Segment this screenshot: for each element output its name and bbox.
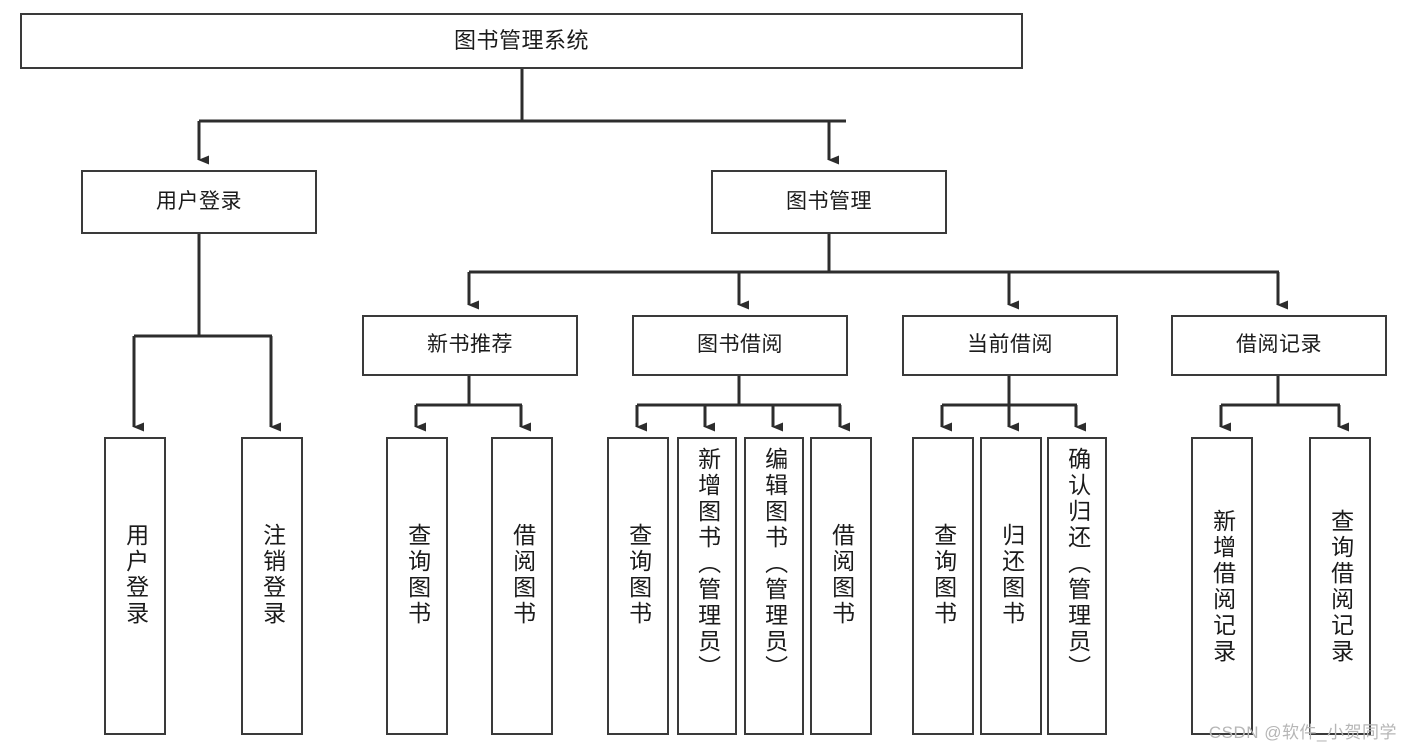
node-borrow-record[interactable]: 借阅记录 [1171, 315, 1387, 376]
node-user-login-label: 用户登录 [156, 189, 242, 213]
leaf-borrow-book-1-label: 借阅图书 [509, 523, 536, 627]
node-root[interactable]: 图书管理系统 [20, 13, 1023, 69]
node-user-login[interactable]: 用户登录 [81, 170, 317, 234]
leaf-logout-label: 注销登录 [259, 523, 286, 627]
leaf-logout[interactable]: 注销登录 [241, 437, 303, 735]
leaf-borrow-book-2-label: 借阅图书 [828, 523, 855, 627]
node-book-borrow-label: 图书借阅 [697, 333, 783, 357]
node-book-management[interactable]: 图书管理 [711, 170, 947, 234]
leaf-query-borrow-record-label: 查询借阅记录 [1327, 509, 1354, 665]
leaf-borrow-book-2[interactable]: 借阅图书 [810, 437, 872, 735]
watermark-text: CSDN @软件_小贺同学 [1208, 723, 1397, 742]
leaf-add-borrow-record[interactable]: 新增借阅记录 [1191, 437, 1253, 735]
node-new-book-recommend[interactable]: 新书推荐 [362, 315, 578, 376]
leaf-add-book-admin[interactable]: 新增图书（管理员） [677, 437, 737, 735]
leaf-edit-book-admin[interactable]: 编辑图书（管理员） [744, 437, 804, 735]
leaf-query-borrow-record[interactable]: 查询借阅记录 [1309, 437, 1371, 735]
node-current-borrow[interactable]: 当前借阅 [902, 315, 1118, 376]
node-book-management-label: 图书管理 [786, 189, 872, 213]
leaf-borrow-book-1[interactable]: 借阅图书 [491, 437, 553, 735]
node-borrow-record-label: 借阅记录 [1236, 333, 1322, 357]
leaf-return-book-label: 归还图书 [998, 523, 1025, 627]
node-current-borrow-label: 当前借阅 [967, 333, 1053, 357]
leaf-edit-book-admin-label: 编辑图书（管理员） [761, 447, 788, 681]
node-root-label: 图书管理系统 [453, 28, 589, 54]
leaf-query-book-3[interactable]: 查询图书 [912, 437, 974, 735]
leaf-user-login[interactable]: 用户登录 [104, 437, 166, 735]
leaf-query-book-2[interactable]: 查询图书 [607, 437, 669, 735]
leaf-user-login-label: 用户登录 [122, 523, 149, 627]
node-book-borrow[interactable]: 图书借阅 [632, 315, 848, 376]
leaf-query-book-1[interactable]: 查询图书 [386, 437, 448, 735]
leaf-query-book-1-label: 查询图书 [404, 523, 431, 627]
leaf-query-book-2-label: 查询图书 [625, 523, 652, 627]
leaf-query-book-3-label: 查询图书 [930, 523, 957, 627]
leaf-confirm-return-admin-label: 确认归还（管理员） [1064, 447, 1091, 681]
node-new-book-recommend-label: 新书推荐 [427, 333, 513, 357]
leaf-add-borrow-record-label: 新增借阅记录 [1209, 509, 1236, 665]
leaf-add-book-admin-label: 新增图书（管理员） [694, 447, 721, 681]
leaf-return-book[interactable]: 归还图书 [980, 437, 1042, 735]
leaf-confirm-return-admin[interactable]: 确认归还（管理员） [1047, 437, 1107, 735]
